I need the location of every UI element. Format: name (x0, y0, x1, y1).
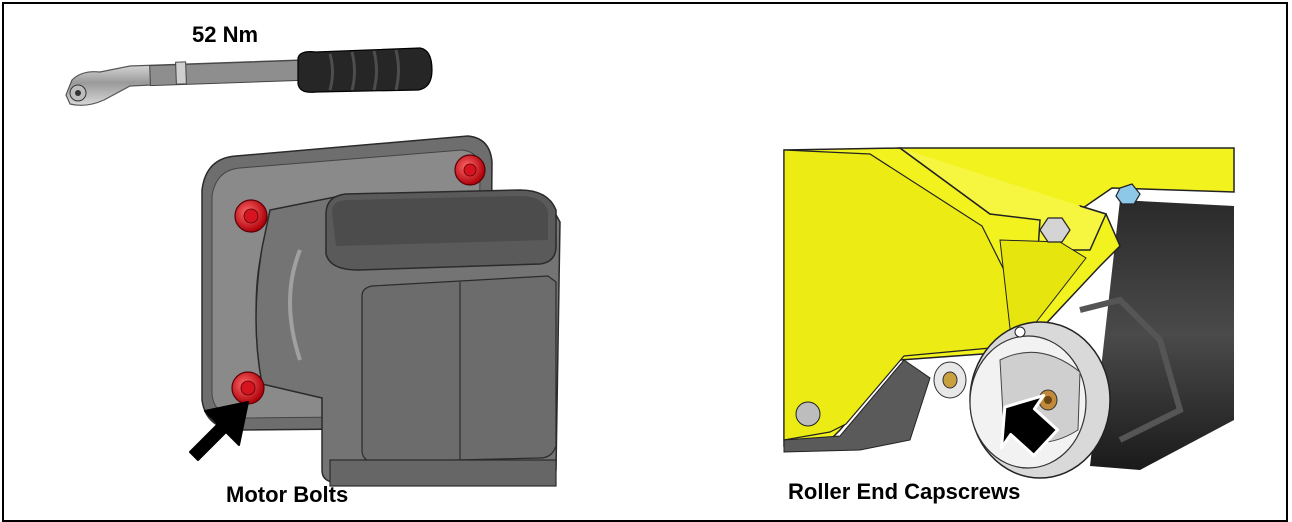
torque-wrench-icon (65, 47, 433, 106)
roller-illustration (783, 147, 1235, 479)
arrow-icon (1000, 394, 1060, 457)
roller-capscrews-label: Roller End Capscrews (788, 479, 1021, 504)
motor-bolts-label: Motor Bolts (226, 482, 349, 507)
torque-spec-label: 52 Nm (192, 22, 259, 47)
arrow-icon (189, 401, 249, 461)
motor-illustration (201, 135, 561, 487)
